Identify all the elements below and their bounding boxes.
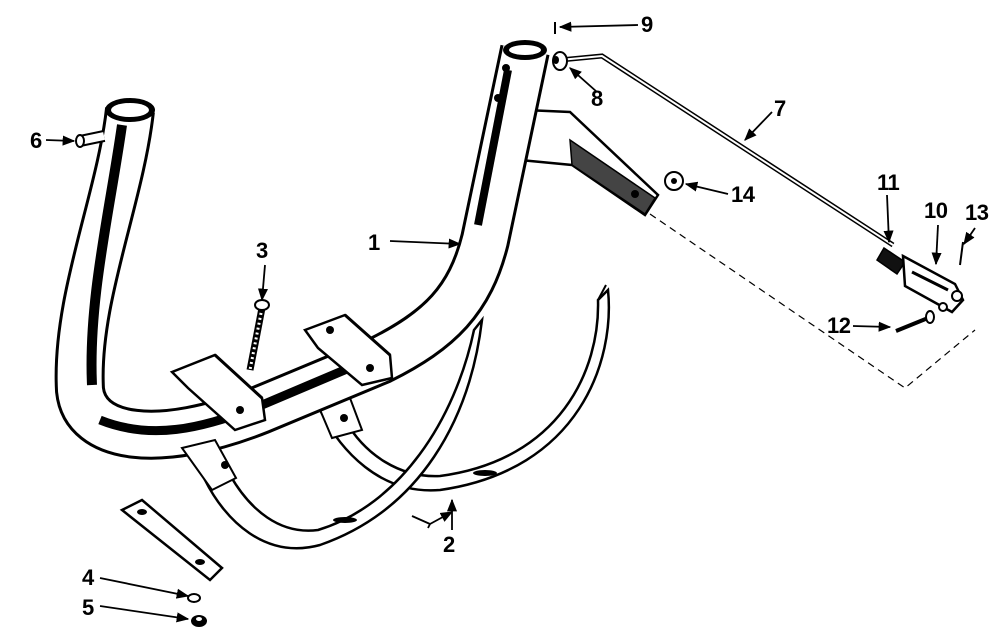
callout-13: 13	[965, 200, 989, 225]
callout-5: 5	[82, 595, 94, 620]
flat-plate	[119, 498, 224, 582]
callout-6: 6	[30, 128, 42, 153]
callout-7: 7	[774, 96, 786, 121]
washer	[664, 171, 684, 191]
lock-washer	[187, 593, 201, 603]
callout-4: 4	[82, 565, 94, 590]
clevis-pin	[895, 310, 935, 333]
left-pin	[75, 130, 106, 148]
callout-10: 10	[924, 198, 948, 223]
callout-9: 9	[641, 12, 653, 37]
nut	[191, 615, 207, 627]
mounting-bracket	[518, 108, 660, 217]
clamp-left	[169, 353, 267, 432]
callout-1: 1	[368, 230, 380, 255]
clevis-assembly	[876, 246, 965, 314]
rod	[559, 53, 895, 248]
dashed-assembly-line	[649, 213, 976, 389]
front-tine	[180, 315, 484, 550]
cotter-pin-right	[959, 241, 964, 266]
main-frame-tube	[54, 40, 550, 460]
callout-12: 12	[827, 313, 851, 338]
callout-3: 3	[256, 238, 268, 263]
clamp-right	[303, 313, 394, 387]
callout-11: 11	[877, 170, 900, 195]
callout-2: 2	[443, 532, 455, 557]
callout-14: 14	[731, 182, 755, 207]
rod-end-ferrule	[552, 51, 568, 71]
leader-lines	[45, 21, 976, 623]
callout-8: 8	[591, 86, 603, 111]
bolt	[246, 299, 270, 371]
